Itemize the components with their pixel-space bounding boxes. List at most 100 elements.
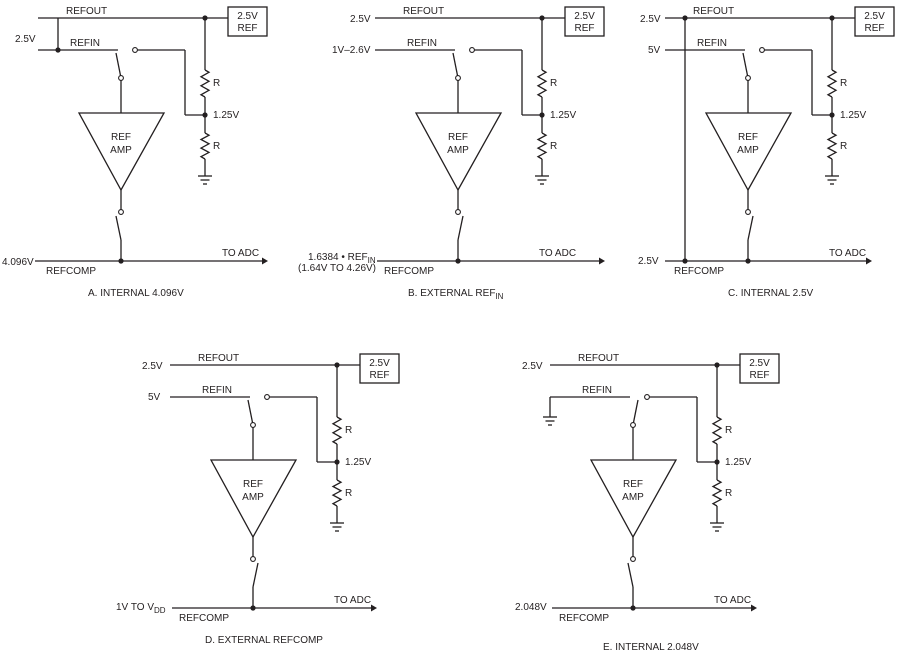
panel-b-mid-voltage: 1.25V: [550, 110, 576, 121]
panel-d-arrowhead: [371, 604, 377, 612]
panel-e-refout-label: REFOUT: [578, 353, 619, 364]
panel-c-amp-label-1: REF: [738, 132, 758, 143]
panel-b-amp-label-2: AMP: [447, 145, 469, 156]
panel-b-ref-box-line1: 2.5V: [574, 11, 595, 22]
panel-d-refcomp-voltage-main: 1V TO V: [116, 602, 154, 613]
panel-e-ref-amp-triangle: [589, 459, 678, 539]
panel-a-caption: A. INTERNAL 4.096V: [88, 288, 184, 299]
panel-e-refcomp-voltage: 2.048V: [515, 602, 547, 613]
panel-a-ref-amp-triangle: [77, 112, 166, 192]
panel-b-refcomp-switch: [455, 209, 464, 241]
panel-d-ground-symbol: [330, 522, 344, 532]
panel-d-mid-voltage: 1.25V: [345, 457, 371, 468]
panel-b-node-mid: [539, 112, 545, 118]
panel-a-resistor-top: [199, 69, 211, 98]
panel-d-node-refcomp: [250, 605, 256, 611]
panel-d-refcomp-switch: [250, 556, 259, 588]
panel-e-resistor-bottom-label: R: [725, 488, 732, 499]
panel-a-ref-box-line1: 2.5V: [237, 11, 258, 22]
panel-b-amp-label-1: REF: [448, 132, 468, 143]
panel-b-resistor-bottom-label: R: [550, 141, 557, 152]
panel-d-refin-switch: [247, 394, 270, 428]
panel-e-refin-ground-symbol: [543, 416, 557, 426]
panel-c-resistor-bottom: [826, 132, 838, 160]
panel-c-resistor-bottom-label: R: [840, 141, 847, 152]
panel-c-node-left-bottom: [682, 258, 688, 264]
panel-d-ref-amp-triangle: [209, 459, 298, 539]
panel-e-refin-switch: [630, 394, 650, 428]
panel-d-refin-label: REFIN: [202, 385, 232, 396]
panel-e-arrowhead: [751, 604, 757, 612]
panel-d-resistor-top-label: R: [345, 425, 352, 436]
panel-e-caption: E. INTERNAL 2.048V: [603, 642, 699, 653]
panel-e-node-refcomp: [630, 605, 636, 611]
panel-b-top-voltage: 2.5V: [350, 14, 371, 25]
panel-c-resistor-top: [826, 69, 838, 98]
panel-a-refcomp-switch: [115, 209, 124, 241]
panel-b: 2.5V REFOUT REFIN 1V–2.6V 2.5V REF R 1.2…: [298, 6, 605, 301]
panel-b-wiring: [375, 17, 599, 262]
panel-c-node-left-top: [682, 15, 688, 21]
panel-e-ref-box-line2: REF: [750, 370, 770, 381]
panel-b-refcomp-label: REFCOMP: [384, 266, 434, 277]
panel-b-refin-switch: [452, 47, 475, 81]
panel-c-ground-symbol: [825, 175, 839, 185]
panel-e-wiring: [549, 364, 751, 609]
panel-b-refcomp-voltage: 1.6384 • REFIN: [308, 252, 376, 265]
panel-c-ref-box-line2: REF: [865, 23, 885, 34]
panel-c-refout-label: REFOUT: [693, 6, 734, 17]
panel-d-wiring: [170, 364, 371, 609]
panel-b-to-adc-label: TO ADC: [539, 248, 576, 259]
panel-b-resistor-top: [536, 69, 548, 98]
panel-a-resistor-top-label: R: [213, 78, 220, 89]
panel-c-to-adc-label: TO ADC: [829, 248, 866, 259]
panel-a-to-adc-label: TO ADC: [222, 248, 259, 259]
panel-c-refin-label: REFIN: [697, 38, 727, 49]
panel-b-refin-label: REFIN: [407, 38, 437, 49]
panel-c-resistor-top-label: R: [840, 78, 847, 89]
panel-c-ref-box-line1: 2.5V: [864, 11, 885, 22]
panel-d-refcomp-label: REFCOMP: [179, 613, 229, 624]
panel-a-amp-label-1: REF: [111, 132, 131, 143]
panel-b-refcomp-voltage-main: 1.6384 • REF: [308, 252, 368, 263]
panel-d-refout-label: REFOUT: [198, 353, 239, 364]
panel-b-ref-box-line2: REF: [575, 23, 595, 34]
panel-a-resistor-bottom-label: R: [213, 141, 220, 152]
panel-d-resistor-bottom: [331, 479, 343, 507]
panel-c-amp-label-2: AMP: [737, 145, 759, 156]
panel-a-node-refin: [55, 47, 61, 53]
panel-e-amp-label-2: AMP: [622, 492, 644, 503]
panel-c-node-refout: [829, 15, 835, 21]
panel-d-amp-label-1: REF: [243, 479, 263, 490]
panel-d-refcomp-voltage: 1V TO VDD: [116, 602, 166, 615]
panel-c-ref-box: [854, 6, 895, 37]
panel-e-mid-voltage: 1.25V: [725, 457, 751, 468]
panel-d-amp-label-2: AMP: [242, 492, 264, 503]
panel-b-node-refout: [539, 15, 545, 21]
panel-d: 2.5V REFOUT REFIN 5V 2.5V REF R 1.25V R …: [116, 353, 400, 646]
panel-e-top-voltage: 2.5V: [522, 361, 543, 372]
panel-e: 2.5V REFOUT REFIN 2.5V REF R 1.25V R REF…: [515, 353, 780, 653]
panel-b-ref-amp-triangle: [414, 112, 503, 192]
panel-a-refcomp-label: REFCOMP: [46, 266, 96, 277]
panel-e-resistor-bottom: [711, 479, 723, 507]
panel-e-refcomp-label: REFCOMP: [559, 613, 609, 624]
panel-d-top-voltage: 2.5V: [142, 361, 163, 372]
panel-e-refcomp-switch: [627, 556, 636, 588]
panel-d-ref-box-line2: REF: [370, 370, 390, 381]
panel-a: REFOUT REFIN 2.5V 2.5V REF R 1.25V R REF…: [2, 6, 268, 299]
panel-d-refcomp-voltage-sub: DD: [154, 606, 166, 615]
panel-d-caption: D. EXTERNAL REFCOMP: [205, 635, 323, 646]
panel-e-ref-box-line1: 2.5V: [749, 358, 770, 369]
panel-c-node-refcomp: [745, 258, 751, 264]
panel-c-top-voltage: 2.5V: [640, 14, 661, 25]
panel-d-refin-input-voltage: 5V: [148, 392, 161, 403]
panel-a-resistor-bottom: [199, 132, 211, 160]
panel-a-ref-box: [227, 6, 268, 37]
panel-b-caption: B. EXTERNAL REFIN: [408, 288, 504, 301]
panel-c-arrowhead: [866, 257, 872, 265]
panel-a-node-refcomp: [118, 258, 124, 264]
panel-b-refcomp-voltage-sub: IN: [368, 256, 376, 265]
panel-d-ref-box: [359, 353, 400, 384]
